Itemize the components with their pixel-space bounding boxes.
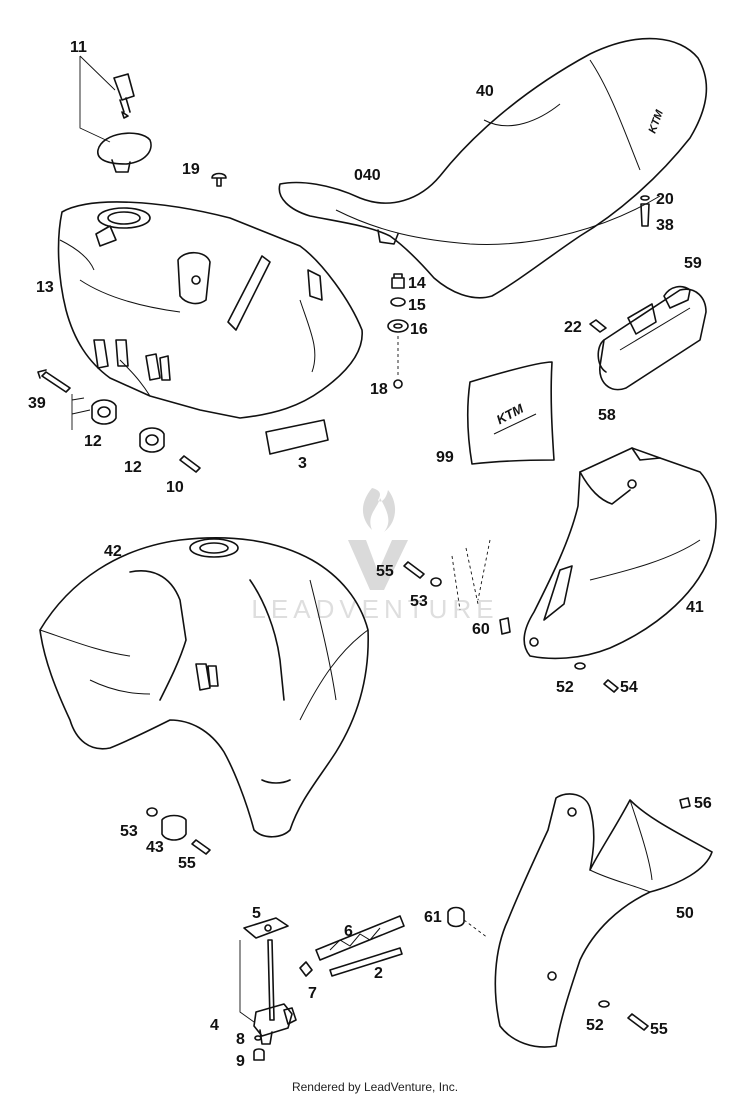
callout-39: 39	[28, 395, 46, 412]
fuel-tank	[57, 201, 363, 419]
callout-55b: 55	[178, 855, 196, 872]
side-panel-left	[494, 793, 713, 1048]
decal: KTM	[467, 361, 555, 465]
callout-54: 54	[620, 679, 638, 696]
callout-55c: 55	[650, 1021, 668, 1038]
callout-12b: 12	[124, 459, 142, 476]
callout-19: 19	[182, 161, 200, 178]
callout-15: 15	[408, 297, 426, 314]
footer-credit: Rendered by LeadVenture, Inc.	[291, 1080, 459, 1094]
callout-6: 6	[344, 923, 353, 940]
callout-99: 99	[436, 449, 454, 466]
callout-8: 8	[236, 1031, 245, 1048]
callout-16: 16	[410, 321, 428, 338]
callout-52a: 52	[556, 679, 574, 696]
callout-4: 4	[210, 1017, 219, 1034]
callout-40: 40	[476, 83, 494, 100]
callout-53b: 53	[120, 823, 138, 840]
callout-12a: 12	[84, 433, 102, 450]
tank-shroud	[39, 536, 369, 838]
callout-53a: 53	[410, 593, 428, 610]
fuel-tap	[239, 915, 405, 1061]
seat-logo: KTM	[647, 108, 667, 135]
decal-logo: KTM	[494, 400, 527, 427]
callout-10: 10	[166, 479, 184, 496]
callout-41: 41	[686, 599, 704, 616]
callout-59: 59	[684, 255, 702, 272]
callout-52b: 52	[586, 1017, 604, 1034]
callout-14: 14	[408, 275, 426, 292]
watermark-text: LEADVENTURE	[251, 594, 498, 624]
fuel-cap-key	[97, 73, 152, 173]
watermark-flame-icon	[362, 488, 396, 532]
callout-22: 22	[564, 319, 582, 336]
callout-7: 7	[308, 985, 317, 1002]
callout-20: 20	[656, 191, 674, 208]
callout-56: 56	[694, 795, 712, 812]
tool-bag	[597, 285, 707, 391]
callout-9: 9	[236, 1053, 245, 1070]
callout-18: 18	[370, 381, 388, 398]
callout-2: 2	[374, 965, 383, 982]
callout-50: 50	[676, 905, 694, 922]
callout-43: 43	[146, 839, 164, 856]
side-panel-right	[523, 447, 717, 660]
watermark: LEADVENTURE	[251, 488, 498, 624]
callout-5: 5	[252, 905, 261, 922]
callout-040: 040	[354, 167, 381, 184]
callout-3: 3	[298, 455, 307, 472]
callout-58: 58	[598, 407, 616, 424]
callout-55a: 55	[376, 563, 394, 580]
callout-13: 13	[36, 279, 54, 296]
callout-61: 61	[424, 909, 442, 926]
callout-labels: 11 19 13 39 12 12 10 3 40 040 20 38 14 1…	[28, 39, 712, 1070]
seat: KTM	[278, 37, 708, 299]
watermark-v-icon	[348, 540, 408, 590]
callout-38: 38	[656, 217, 674, 234]
callout-60: 60	[472, 621, 490, 638]
callout-11: 11	[70, 39, 87, 56]
callout-42: 42	[104, 543, 122, 560]
